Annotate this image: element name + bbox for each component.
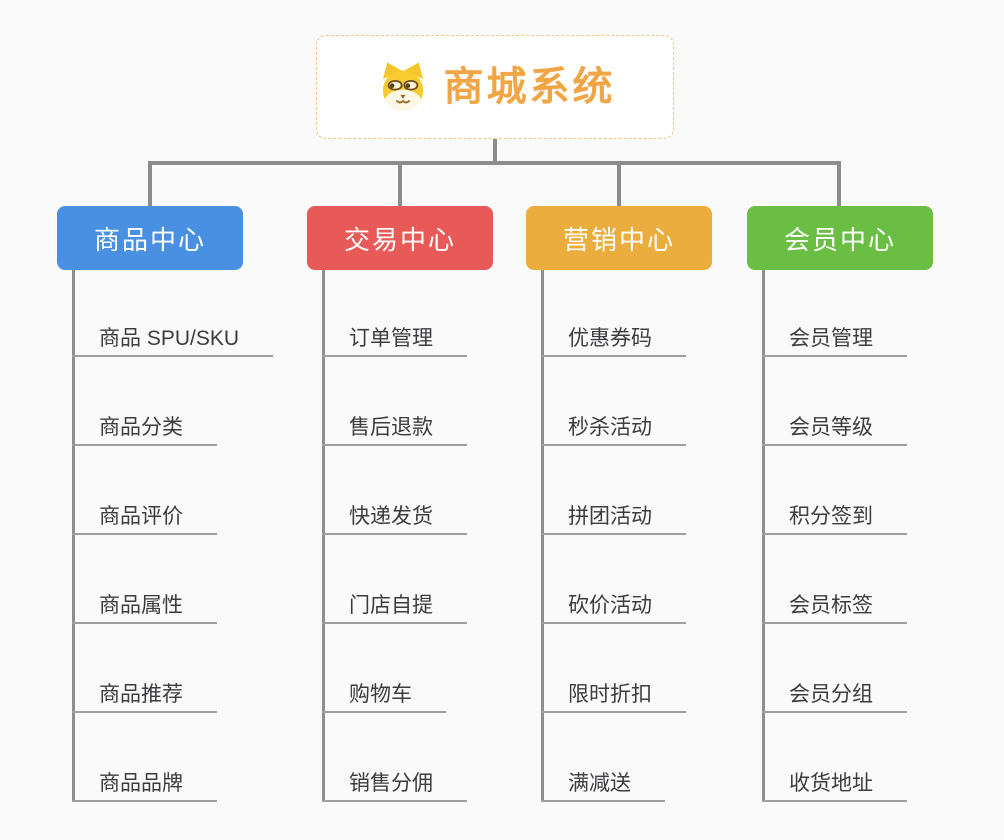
leaf-topic[interactable]: 购物车 — [322, 681, 446, 713]
branch-node-products[interactable]: 商品中心 — [57, 206, 243, 270]
root-node[interactable]: 商城系统 — [316, 35, 674, 139]
leaf-topic[interactable]: 商品属性 — [72, 592, 217, 624]
leaf-topic[interactable]: 会员等级 — [762, 414, 907, 446]
branch-node-trade[interactable]: 交易中心 — [307, 206, 493, 270]
leaf-topic[interactable]: 销售分佣 — [322, 770, 467, 802]
leaf-topic[interactable]: 门店自提 — [322, 592, 467, 624]
connector-branch-stub-products — [148, 163, 152, 206]
branch-node-members[interactable]: 会员中心 — [747, 206, 933, 270]
root-label: 商城系统 — [443, 65, 616, 109]
connector-branch-stub-trade — [398, 163, 402, 206]
leaf-topic[interactable]: 订单管理 — [322, 325, 467, 357]
leaf-topic[interactable]: 快递发货 — [322, 503, 467, 535]
leaf-topic[interactable]: 拼团活动 — [541, 503, 686, 535]
leaf-topic[interactable]: 会员分组 — [762, 681, 907, 713]
connector-root-stub — [493, 139, 497, 163]
leaf-topic[interactable]: 限时折扣 — [541, 681, 686, 713]
leaf-topic[interactable]: 商品品牌 — [72, 770, 217, 802]
leaf-topic[interactable]: 商品推荐 — [72, 681, 217, 713]
leaf-topic[interactable]: 商品分类 — [72, 414, 217, 446]
dog-face-icon — [382, 62, 423, 111]
connector-trunk-trade — [322, 270, 325, 802]
branch-node-marketing[interactable]: 营销中心 — [526, 206, 712, 270]
connector-branch-stub-marketing — [617, 163, 621, 206]
leaf-topic[interactable]: 秒杀活动 — [541, 414, 686, 446]
leaf-topic[interactable]: 售后退款 — [322, 414, 467, 446]
leaf-topic[interactable]: 砍价活动 — [541, 592, 686, 624]
connector-trunk-members — [762, 270, 765, 802]
connector-bus — [148, 161, 841, 165]
connector-branch-stub-members — [837, 163, 841, 206]
connector-trunk-products — [72, 270, 75, 802]
leaf-topic[interactable]: 收货地址 — [762, 770, 907, 802]
leaf-topic[interactable]: 优惠券码 — [541, 325, 686, 357]
leaf-topic[interactable]: 满减送 — [541, 770, 665, 802]
leaf-topic[interactable]: 会员管理 — [762, 325, 907, 357]
leaf-topic[interactable]: 商品 SPU/SKU — [72, 325, 274, 357]
connector-trunk-marketing — [541, 270, 544, 802]
leaf-topic[interactable]: 积分签到 — [762, 503, 907, 535]
leaf-topic[interactable]: 商品评价 — [72, 503, 217, 535]
leaf-topic[interactable]: 会员标签 — [762, 592, 907, 624]
